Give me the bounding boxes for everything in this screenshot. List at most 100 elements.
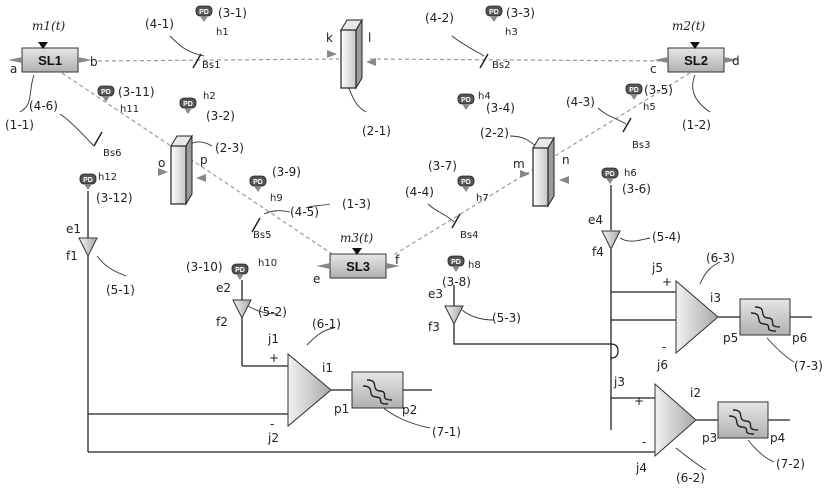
photodiode-h8-icon: PD (448, 256, 464, 272)
amp-5-4 (602, 231, 620, 249)
plate-2-3 (171, 136, 192, 204)
photodiode-h5-ref: (3-5) (644, 83, 673, 97)
photodiode-h2-icon: PD (180, 98, 196, 114)
svg-text:PD: PD (451, 259, 461, 266)
amp-ref-2: (5-3) (492, 311, 521, 325)
photodiode-h12-icon: PD (80, 174, 96, 190)
photodiode-h11-icon: PD (98, 86, 114, 102)
photodiode-h3-icon: PD (486, 6, 502, 22)
laser-sl3-port-right: f (395, 253, 400, 267)
amp-5-2 (233, 300, 251, 318)
diffamp-i1-minus-label: j2 (267, 431, 279, 445)
photodiode-h1-icon: PD (196, 6, 212, 22)
photodiode-h9-ref: (3-9) (272, 165, 301, 179)
beamsplitter-bs1-ref: (4-1) (145, 17, 174, 31)
svg-text:PD: PD (199, 9, 209, 16)
plate-ref-0: (2-1) (362, 124, 391, 138)
photodiode-h7-label: h7 (476, 193, 489, 204)
photodiode-h3-ref: (3-3) (506, 6, 535, 20)
photodiode-h4-ref: (3-4) (486, 101, 515, 115)
diffamp-i2-minus-label: j4 (635, 461, 647, 475)
beamsplitter-bs6-label: Bs6 (103, 148, 121, 159)
plate-port-m: m (513, 157, 525, 171)
photodiode-h9-icon: PD (250, 176, 266, 192)
photodiode-h1-label: h1 (216, 27, 229, 38)
photodiode-h1-ref: (3-1) (218, 6, 247, 20)
photodiode-h8-label: h8 (468, 260, 481, 271)
laser-sl3-signal: m3(t) (340, 231, 374, 245)
laser-sl2-port-right: d (732, 54, 740, 68)
beamsplitter-bs4-label: Bs4 (460, 230, 478, 241)
filter-ref-0: (7-1) (432, 425, 461, 439)
photodiode-h4-icon: PD (458, 94, 474, 110)
diffamp-i1-minus-sign: - (270, 417, 274, 431)
svg-text:PD: PD (605, 171, 615, 178)
laser-sl2-port-left: c (650, 62, 657, 76)
photodiode-h10-ref: (3-10) (186, 260, 223, 274)
photodiode-h12-label: h12 (98, 172, 117, 183)
text-layer: SL1m1(t)ab(1-1)SL2m2(t)cd(1-2)SL3m3(t)ef… (5, 6, 823, 485)
diffamp-i1-output-label: i1 (322, 361, 333, 375)
diffamp-i2-plus-label: j3 (613, 375, 625, 389)
filter-ref-1: (7-2) (776, 457, 805, 471)
svg-text:PD: PD (489, 9, 499, 16)
filter-7-2 (718, 402, 768, 438)
plate-port-k: k (326, 31, 333, 45)
filter-p5-in-label: p5 (723, 331, 738, 345)
diffamp-i2-minus-sign: - (642, 435, 646, 449)
amp-input-e4: e4 (588, 213, 603, 227)
svg-text:PD: PD (101, 89, 111, 96)
plate-2-1 (341, 20, 362, 88)
plate-port-p: p (200, 153, 208, 167)
photodiode-h3-label: h3 (505, 27, 518, 38)
bs2-mark (480, 54, 488, 68)
amp-5-3 (445, 306, 463, 324)
photodiode-h6-ref: (3-6) (622, 182, 651, 196)
diffamp-i1-plus-sign: + (269, 351, 279, 365)
laser-sl1-port-left: a (10, 62, 17, 76)
amp-5-1 (79, 238, 97, 256)
bs1-mark (193, 54, 201, 68)
filter-7-3 (740, 299, 790, 335)
filter-p3-in-label: p3 (702, 431, 717, 445)
amp-output-f2: f2 (216, 315, 228, 329)
filter-p4-out-label: p4 (770, 431, 785, 445)
plate-port-o: o (158, 156, 165, 170)
diffamp-i3-plus-label: j5 (651, 261, 663, 275)
photodiode-h11-label: h11 (120, 104, 139, 115)
svg-text:PD: PD (629, 87, 639, 94)
beamsplitter-bs6-ref: (4-6) (29, 99, 58, 113)
photodiode-h6-label: h6 (624, 168, 637, 179)
beamsplitter-bs5-ref: (4-5) (290, 205, 319, 219)
photodiode-h2-ref: (3-2) (206, 109, 235, 123)
laser-sl1-signal: m1(t) (32, 19, 66, 33)
beamsplitter-bs4-ref: (4-4) (405, 185, 434, 199)
laser-sl2-label: SL2 (684, 53, 708, 68)
diffamp-i2-plus-sign: + (634, 394, 644, 408)
laser-sl1-ref: (1-1) (5, 118, 34, 132)
diffamp-i3-plus-sign: + (662, 275, 672, 289)
svg-text:PD: PD (461, 97, 471, 104)
svg-text:PD: PD (235, 267, 245, 274)
photodiode-h9-label: h9 (270, 193, 283, 204)
plate-ref-1: (2-2) (480, 126, 509, 140)
laser-sl1-port-right: b (90, 55, 98, 69)
beamsplitter-bs3-label: Bs3 (632, 140, 650, 151)
beamsplitter-bs5-label: Bs5 (253, 230, 271, 241)
diffamp-i3-minus-sign: - (662, 340, 666, 354)
photodiode-h12-ref: (3-12) (96, 191, 133, 205)
beamsplitter-bs1-label: Bs1 (202, 60, 220, 71)
photodiode-h10-icon: PD (232, 264, 248, 280)
photodiode-h5-label: h5 (643, 102, 656, 113)
photodiode-h7-ref: (3-7) (428, 159, 457, 173)
amp-output-f3: f3 (428, 320, 440, 334)
beamsplitter-bs3-ref: (4-3) (566, 95, 595, 109)
filter-p1-in-label: p1 (334, 402, 349, 416)
filter-7-1 (352, 372, 403, 408)
photodiode-h5-icon: PD (626, 84, 642, 100)
amp-ref-0: (5-1) (106, 283, 135, 297)
svg-text:PD: PD (183, 101, 193, 108)
amp-ref-3: (5-4) (652, 230, 681, 244)
bs3-mark (623, 118, 631, 132)
